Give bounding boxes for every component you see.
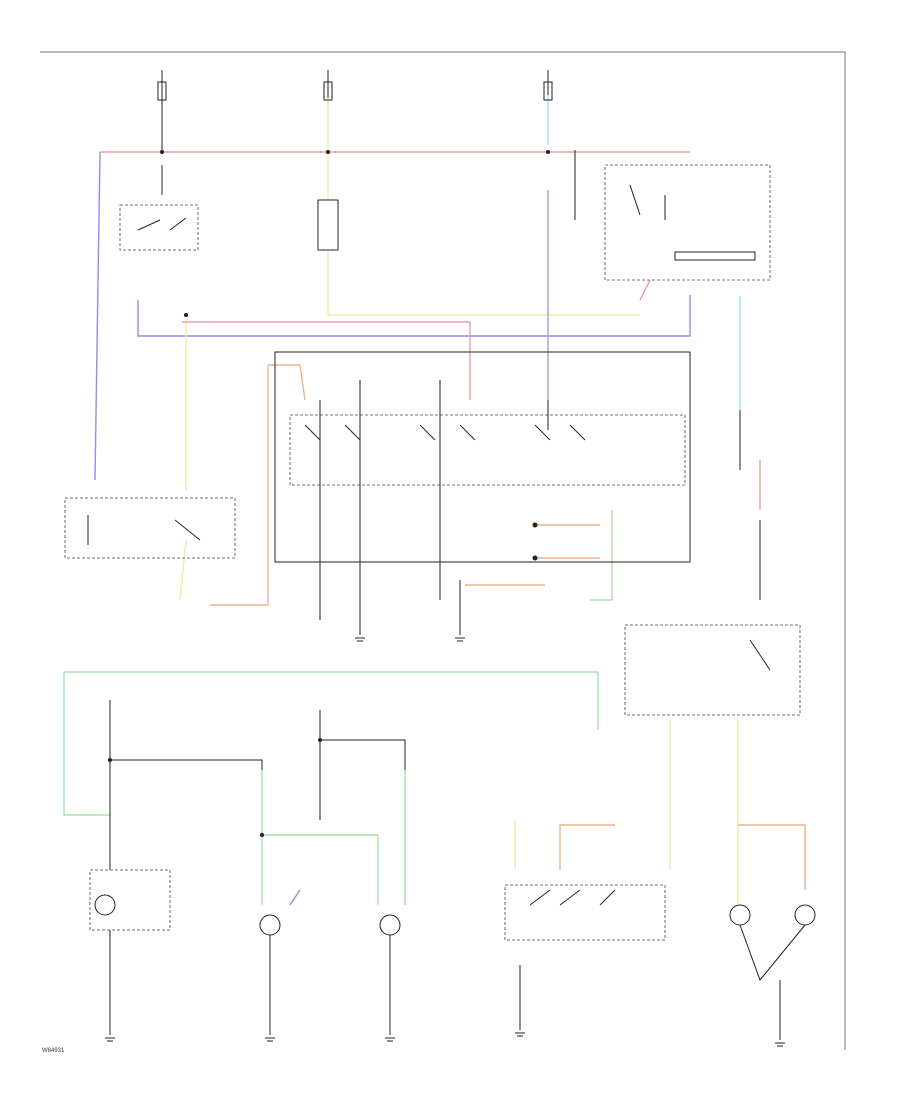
lower-middle-switch: [504, 884, 666, 941]
dot: [318, 738, 322, 742]
left-component-box: [64, 497, 236, 559]
wire-orange-mid: [465, 524, 600, 586]
dot: [108, 758, 112, 762]
ground-symbol-3: [385, 1037, 395, 1042]
dot: [326, 150, 330, 154]
wire-blue-lower: [289, 889, 301, 906]
ground-symbol-4: [515, 1032, 525, 1037]
lamp-lower-1: [259, 914, 281, 936]
dot: [184, 313, 188, 317]
central-switch-block: [274, 351, 691, 563]
headlamp-switch-box: [119, 204, 199, 251]
lamp-lower-right-1: [729, 904, 751, 926]
ground-symbol-2: [265, 1037, 275, 1042]
lamp-lower-right-2: [794, 904, 816, 926]
ground-symbol-7: [455, 637, 465, 642]
diagram-frame: [40, 51, 846, 1050]
relay-contact: [629, 184, 666, 220]
ground-symbol-1: [105, 1037, 115, 1042]
ground-symbol-6: [355, 637, 365, 642]
wire-green-branch: [261, 770, 406, 905]
figure-code: W84931: [42, 1048, 65, 1054]
fuse-3-symbol: [543, 81, 553, 101]
dot: [532, 522, 538, 528]
lamp-lower-2: [379, 914, 401, 936]
wire-orange-lower: [559, 824, 806, 890]
relay-connector: [674, 251, 756, 261]
lower-left-wires: [109, 700, 406, 870]
switch-c: [534, 424, 586, 441]
resistor-symbol: [317, 199, 339, 251]
right-module-switch: [749, 639, 771, 671]
lamp-lower-grounds: [269, 935, 391, 1035]
left-component-contact: [87, 515, 201, 545]
wire-blue-left: [94, 151, 101, 481]
wire-group-black: [64, 70, 816, 1047]
ground-mid-1: [359, 580, 461, 635]
dot: [160, 150, 164, 154]
fuse-2-symbol: [323, 81, 333, 101]
wire-orange: [210, 364, 306, 606]
right-column-wire: [739, 410, 761, 600]
wire-yellow-main: [179, 98, 640, 601]
fuse-1-symbol: [157, 81, 167, 101]
wire-group-colored: [63, 95, 806, 906]
dot: [532, 555, 538, 561]
switch-b: [419, 424, 476, 441]
lower-left-unit: [89, 869, 171, 931]
connector-dots: [108, 150, 550, 837]
central-wires: [319, 380, 549, 620]
wire-red-mid: [182, 321, 471, 400]
central-switch-inner: [289, 414, 686, 486]
wire-green-lower-loop: [63, 671, 599, 816]
lower-left-lamp: [94, 894, 116, 916]
dot: [546, 150, 550, 154]
switch-a: [304, 424, 361, 441]
relay-box: [604, 164, 771, 281]
switch-contact-1: [137, 217, 187, 231]
wire-green-right: [590, 510, 613, 601]
ground-symbol-5: [775, 1042, 785, 1047]
wire-red-right: [639, 279, 761, 510]
wire-yellow-lower: [514, 720, 739, 905]
wire-blue-bottom: [137, 295, 691, 337]
wire-cyan: [547, 95, 741, 410]
dot: [260, 833, 264, 837]
lower-right-ground: [739, 924, 806, 1040]
lower-middle-contacts: [529, 889, 616, 906]
right-module-box: [624, 624, 801, 716]
